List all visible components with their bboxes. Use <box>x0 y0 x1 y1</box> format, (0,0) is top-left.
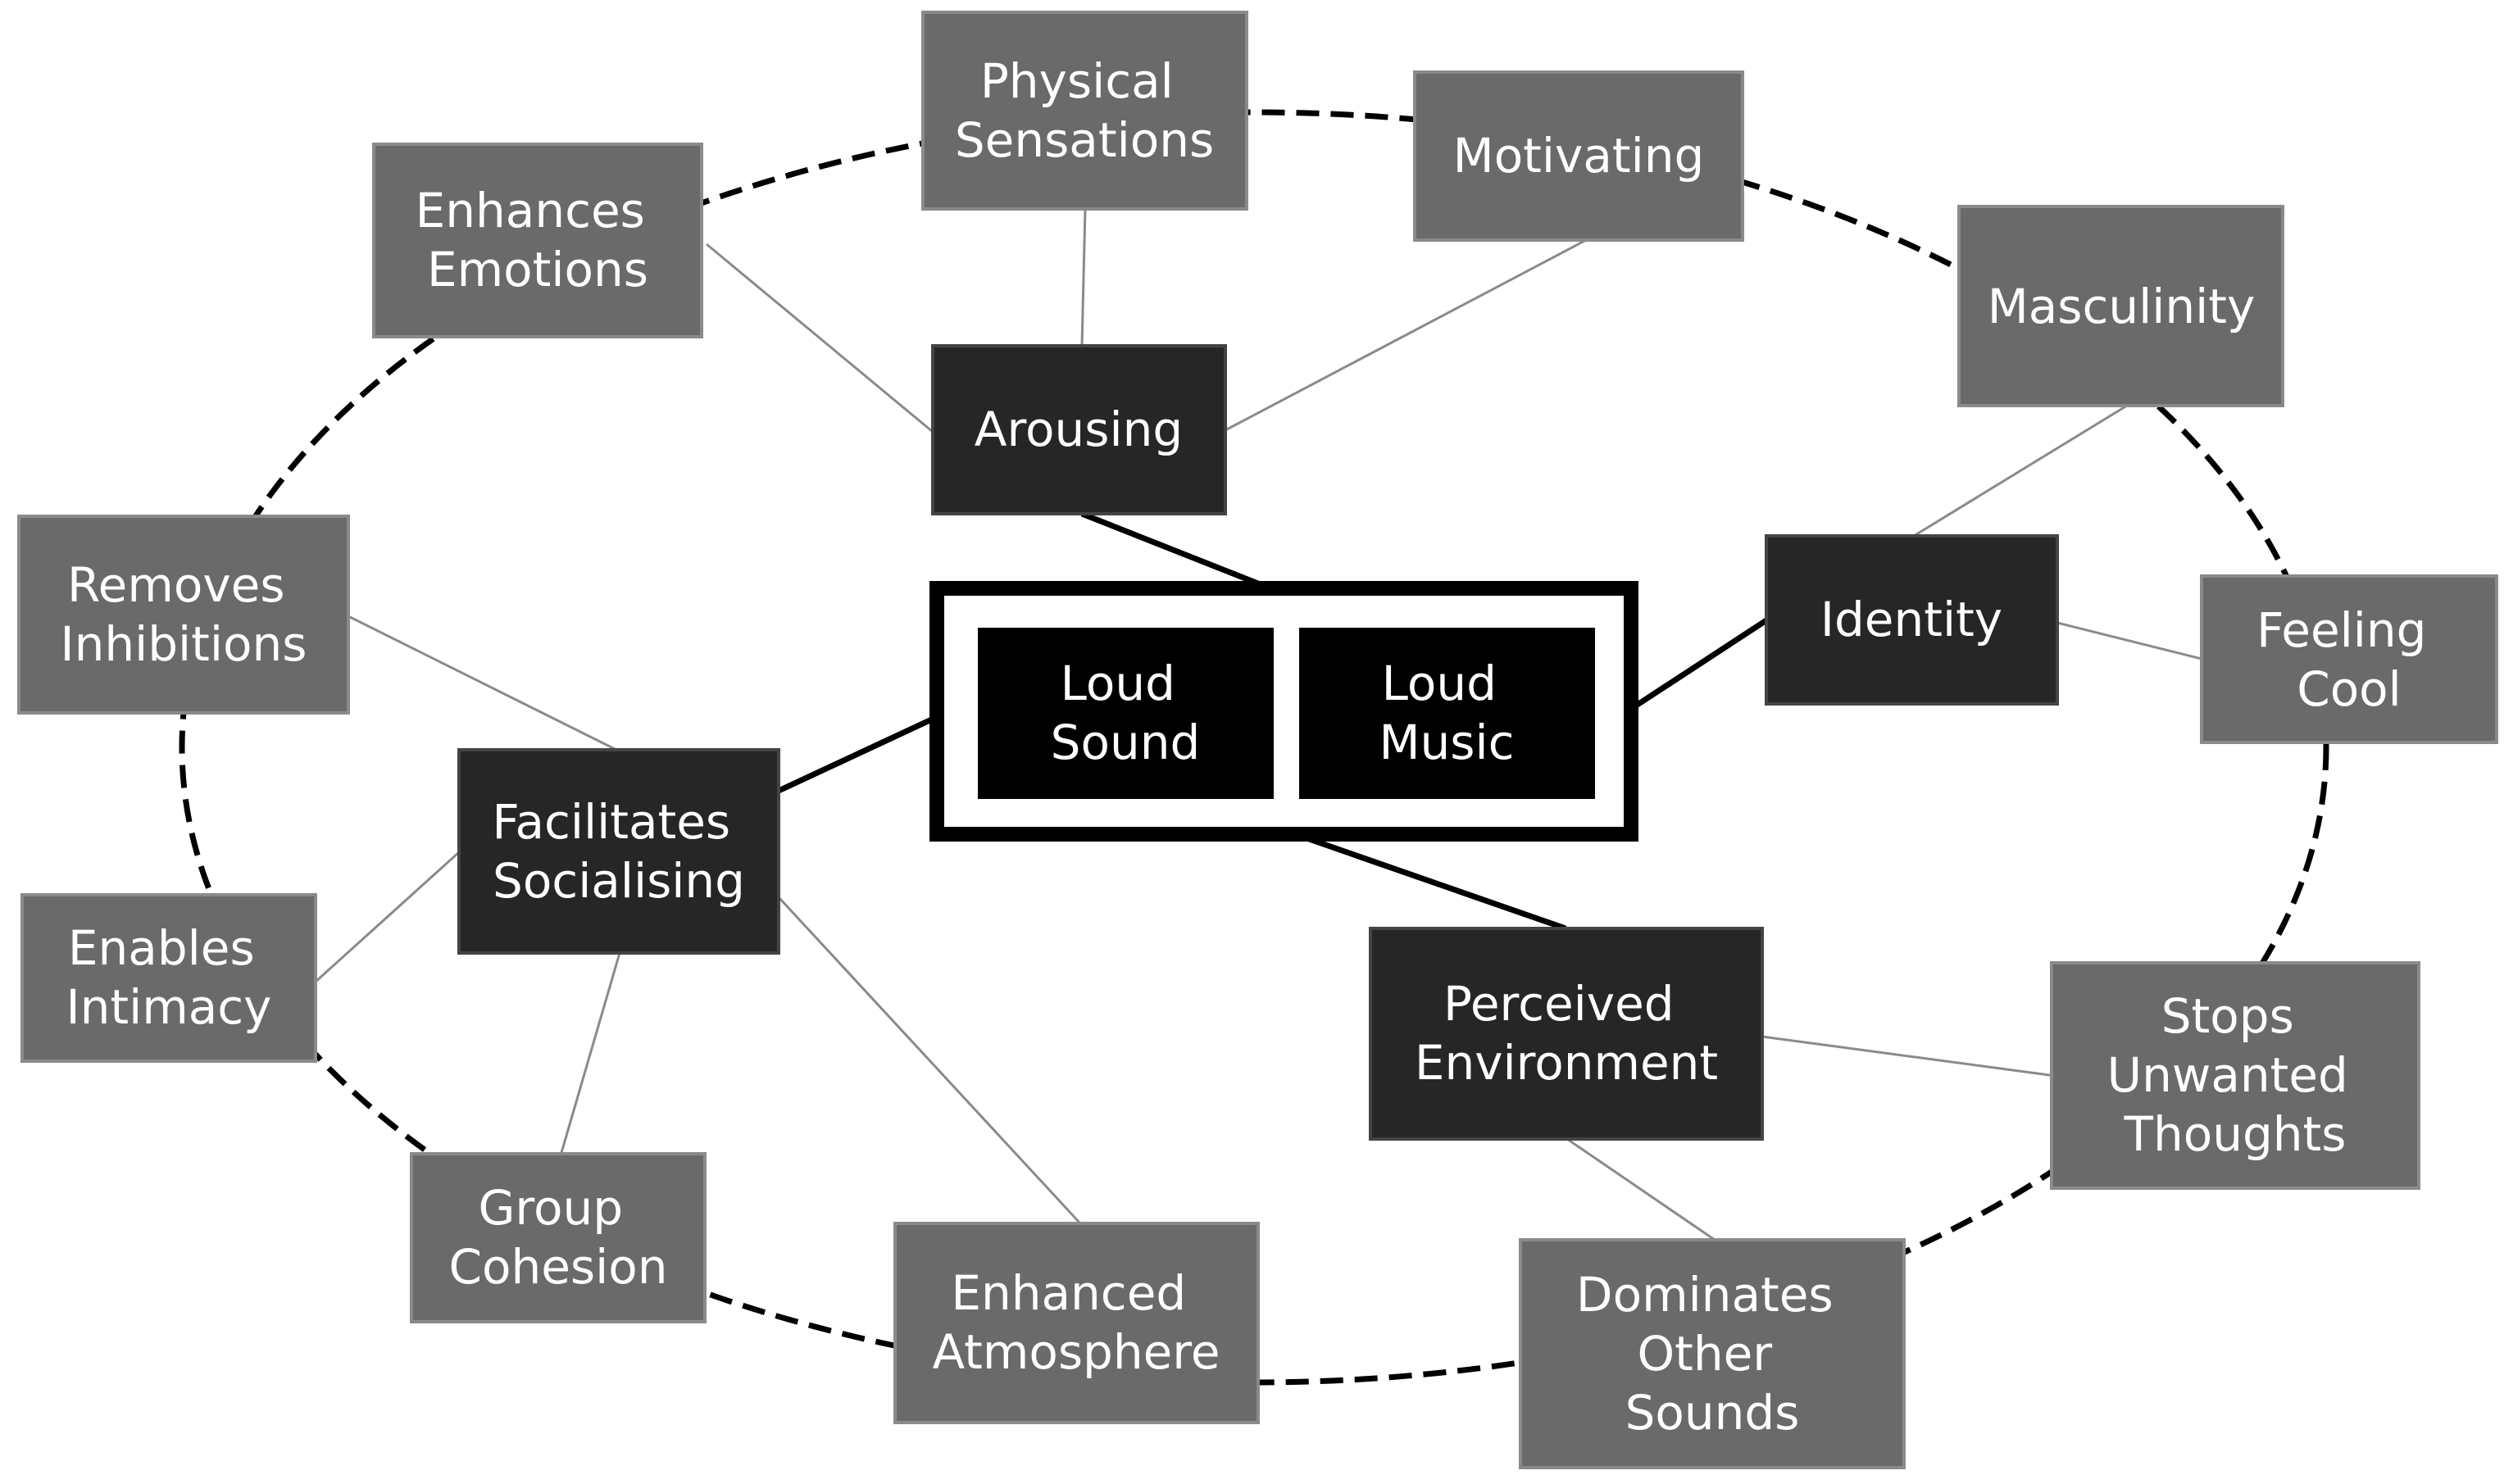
connector-center-arousing <box>1080 511 1272 592</box>
node-enhanced-atmosphere: Enhanced Atmosphere <box>893 1222 1260 1424</box>
svg-text:Masculinity: Masculinity <box>1988 279 2256 334</box>
connector-socialising-removes-inhibitions <box>348 615 617 751</box>
node-physical-sensations: Physical Sensations <box>921 11 1248 211</box>
loud-music-label: Loud Music <box>1379 656 1514 770</box>
node-masculinity: Masculinity <box>1957 205 2284 407</box>
connector-socialising-enables-intimacy <box>314 851 461 983</box>
node-dominates-other-sounds: Dominates Other Sounds <box>1519 1238 1906 1469</box>
svg-text:Stops Unwanted Tho: Stops Unwanted Thoughts <box>2107 988 2364 1162</box>
svg-text:Motivating: Motivating <box>1453 128 1705 184</box>
node-stops-unwanted-thoughts: Stops Unwanted Thoughts <box>2050 961 2420 1190</box>
connector-socialising-enhanced-atmosphere <box>777 896 1082 1225</box>
svg-text:Group Cohesion: Group Cohesion <box>448 1180 667 1295</box>
node-perceived-environment: Perceived Environment <box>1369 927 1764 1141</box>
loud-sound-box <box>978 628 1274 799</box>
subtheme-connectors <box>314 208 2206 1241</box>
svg-text:Enhanced Atmosphere: Enhanced Atmosphere <box>932 1265 1220 1380</box>
svg-text:Enhances Emotions: Enhances Emotions <box>416 183 661 297</box>
connector-arousing-enhances-emotions <box>706 243 934 433</box>
node-enables-intimacy: Enables Intimacy <box>20 893 317 1063</box>
node-enhances-emotions: Enhances Emotions <box>372 143 703 338</box>
node-arousing: Arousing <box>931 344 1227 515</box>
node-feeling-cool: Feeling Cool <box>2200 574 2498 744</box>
node-removes-inhibitions: Removes Inhibitions <box>17 515 350 715</box>
loud-music-box <box>1299 628 1595 799</box>
node-motivating: Motivating <box>1413 70 1744 242</box>
svg-text:Feeling Cool: Feeling Cool <box>2256 602 2442 717</box>
connector-identity-masculinity <box>1913 404 2128 538</box>
svg-text:Dominates Other So: Dominates Other Sounds <box>1576 1267 1848 1441</box>
connector-socialising-group-cohesion <box>559 952 621 1156</box>
connector-environment-stops-thoughts <box>1761 1035 2056 1078</box>
svg-text:Identity: Identity <box>1820 592 2002 647</box>
connector-environment-dominates-sounds <box>1566 1137 1716 1241</box>
theme-connectors <box>777 511 1768 932</box>
connector-arousing-motivating <box>1225 238 1587 432</box>
connector-center-identity <box>1629 618 1768 711</box>
svg-text:Removes Inhibitions: Removes Inhibitions <box>61 557 307 672</box>
node-identity: Identity <box>1765 534 2059 706</box>
svg-text:Facilitates Socialising: Facilitates Socialising <box>492 794 745 909</box>
connector-identity-feeling-cool <box>2056 621 2206 661</box>
connector-center-socialising <box>777 714 938 794</box>
connector-arousing-physical-sensations <box>1080 208 1087 347</box>
center-node: Loud Sound Loud Music <box>929 581 1638 842</box>
node-group-cohesion: Group Cohesion <box>410 1152 707 1323</box>
connector-center-environment <box>1293 831 1567 932</box>
svg-text:Arousing: Arousing <box>975 402 1183 457</box>
svg-text:Enables Intimacy: Enables Intimacy <box>66 920 272 1035</box>
svg-text:Physical Sensations: Physical Sensations <box>955 53 1214 168</box>
node-facilitates-socialising: Facilitates Socialising <box>457 748 780 955</box>
loud-sound-label: Loud Sound <box>1051 656 1201 770</box>
svg-text:Perceived Environment: Perceived Environment <box>1415 976 1718 1091</box>
